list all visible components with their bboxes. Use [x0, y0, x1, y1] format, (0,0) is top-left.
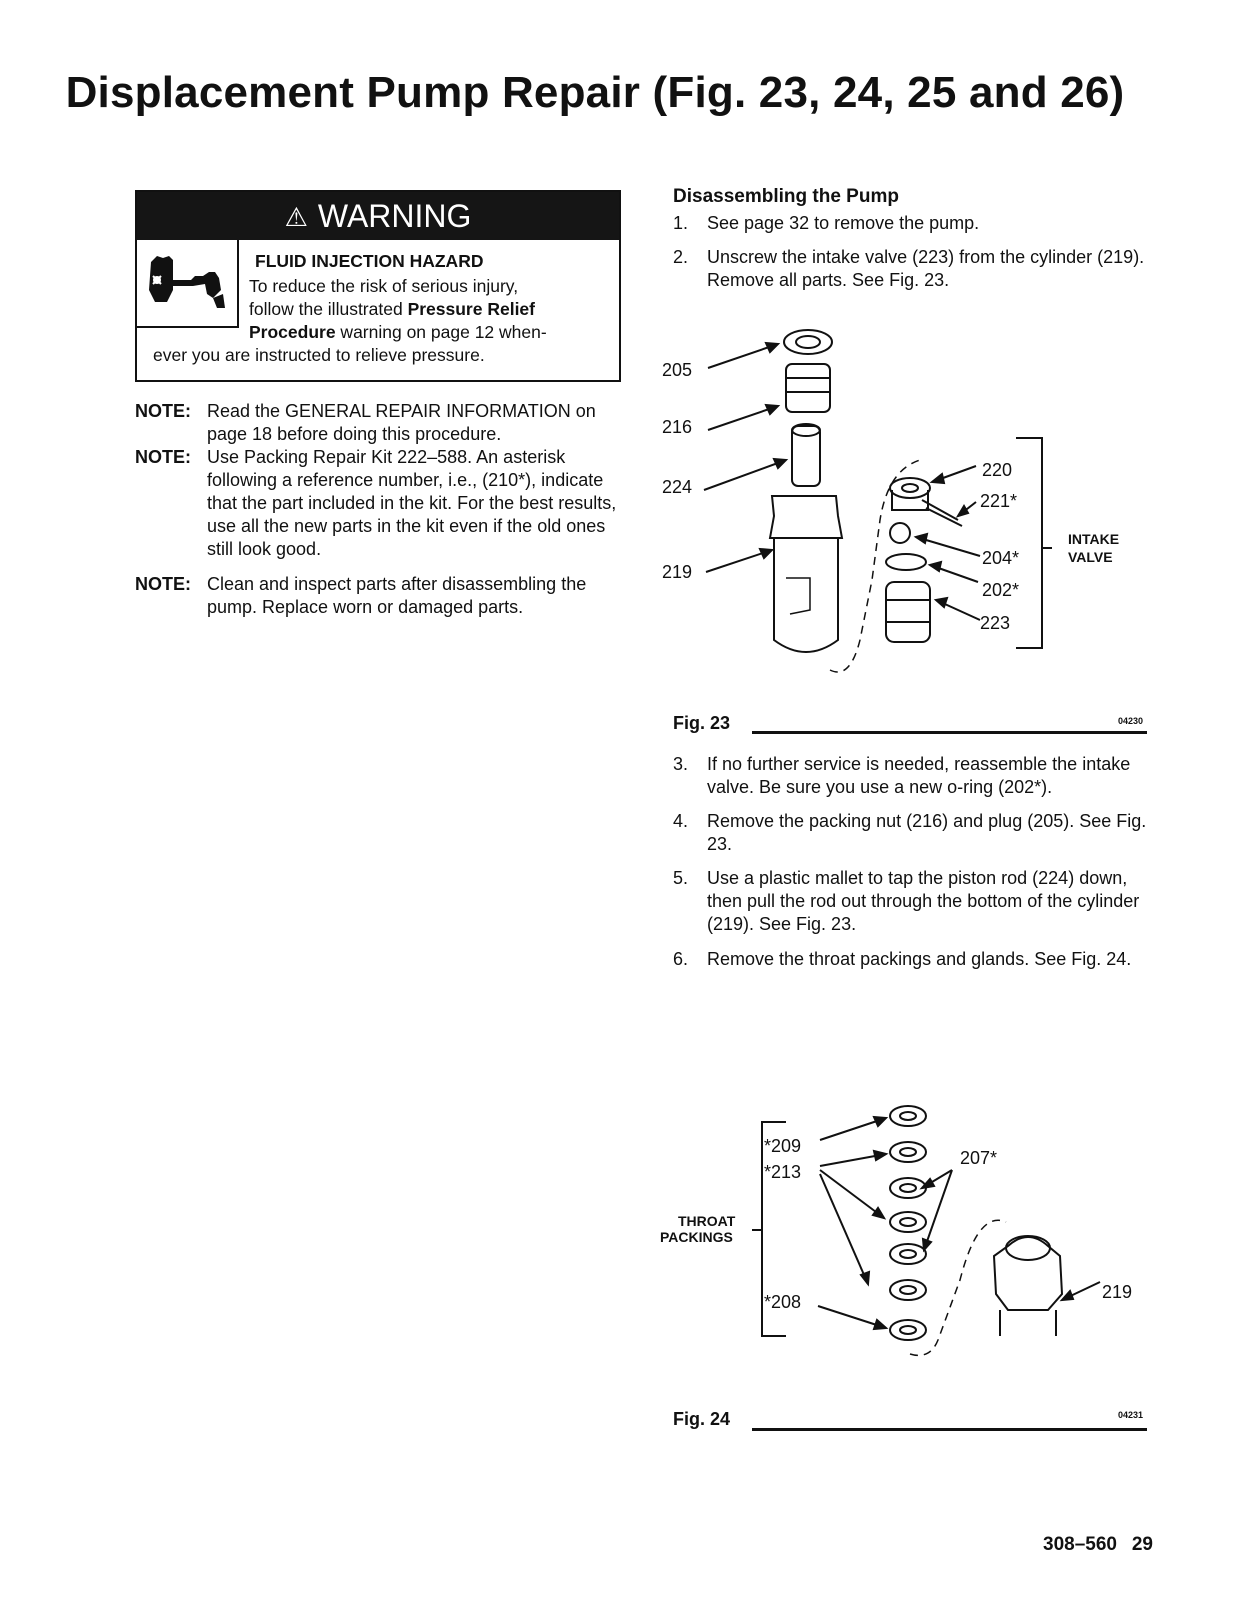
- figure-24-code: 04231: [1118, 1410, 1144, 1420]
- hazard-text-last-line: ever you are instructed to relieve press…: [153, 345, 485, 365]
- callout-224: 224: [662, 477, 692, 497]
- callout-216: 216: [662, 417, 692, 437]
- callout-205: 205: [662, 360, 692, 380]
- step-number: 1.: [673, 213, 689, 233]
- callout-219: 219: [662, 562, 692, 582]
- step-number: 5.: [673, 868, 689, 888]
- note-text: Clean and inspect parts after disassembl…: [207, 574, 587, 617]
- callout-207: 207*: [960, 1148, 997, 1168]
- hazard-text: To reduce the risk of serious injury, fo…: [249, 275, 609, 344]
- warning-header-text: WARNING: [317, 198, 472, 234]
- valve-housing-223-shape: [885, 581, 931, 643]
- intake-valve-bracket: [1016, 437, 1043, 649]
- piston-rod-224-shape: [791, 425, 821, 487]
- figure-23-code: 04230: [1118, 716, 1144, 726]
- hazard-text-line: follow the illustrated Pressure Relief: [249, 298, 609, 321]
- callout-213: *213: [764, 1162, 801, 1182]
- throat-packings-label-line1: THROAT: [678, 1213, 736, 1229]
- figure-24-rule: [752, 1428, 1147, 1431]
- note-label: NOTE:: [135, 574, 191, 594]
- cylinder-219-top-shape: [992, 1236, 1064, 1311]
- hazard-title: FLUID INJECTION HAZARD: [255, 251, 484, 271]
- page-title: Displacement Pump Repair (Fig. 23, 24, 2…: [65, 68, 1125, 117]
- section-heading: Disassembling the Pump: [673, 186, 899, 207]
- callout-209: *209: [764, 1136, 801, 1156]
- figure-23-diagram: 205 216 224 219 220 221* 204* 202* 223 I…: [662, 329, 1119, 673]
- warning-icon-cell: [137, 240, 239, 328]
- footer-doc-number: 308–560: [1043, 1534, 1117, 1555]
- warning-header: ⚠ WARNING: [137, 192, 619, 240]
- callout-223: 223: [980, 613, 1010, 633]
- callout-221: 221*: [980, 491, 1017, 511]
- note-text: Read the GENERAL REPAIR INFORMATION on p…: [207, 401, 596, 444]
- cylinder-219-body-shape: [773, 538, 839, 653]
- fluid-injection-hand-icon: [149, 256, 225, 308]
- step-text: Remove the packing nut (216) and plug (2…: [707, 811, 1147, 854]
- intake-valve-label-line1: INTAKE: [1068, 531, 1119, 547]
- hazard-text-span: follow the illustrated: [249, 299, 408, 319]
- note-label: NOTE:: [135, 401, 191, 421]
- hazard-text-span: warning on page 12 when-: [335, 322, 547, 342]
- step-text: If no further service is needed, reassem…: [707, 754, 1131, 797]
- hazard-text-line: Procedure warning on page 12 when-: [249, 321, 609, 344]
- o-ring-202-shape: [885, 553, 927, 571]
- step-text: Remove the throat packings and glands. S…: [707, 949, 1132, 969]
- figure-24-label: Fig. 24: [673, 1409, 731, 1429]
- throat-packings-label-line2: PACKINGS: [660, 1229, 733, 1245]
- note-text: Use Packing Repair Kit 222–588. An aster…: [207, 447, 617, 559]
- step-text: Use a plastic mallet to tap the piston r…: [707, 868, 1140, 934]
- hazard-text-bold: Procedure: [249, 322, 336, 342]
- callout-202: 202*: [982, 580, 1019, 600]
- note-2: NOTE: Use Packing Repair Kit 222–588. An…: [135, 446, 625, 562]
- intake-valve-label-line2: VALVE: [1068, 549, 1113, 565]
- callout-204: 204*: [982, 548, 1019, 568]
- plug-205-shape: [783, 329, 833, 355]
- note-1: NOTE: Read the GENERAL REPAIR INFORMATIO…: [135, 400, 625, 446]
- pin-221-shape: [921, 499, 959, 521]
- callout-208: *208: [764, 1292, 801, 1312]
- figure-23-label: Fig. 23: [673, 713, 731, 733]
- footer-page-number: 29: [1131, 1534, 1153, 1555]
- step-number: 6.: [673, 949, 689, 969]
- step-text: Unscrew the intake valve (223) from the …: [707, 247, 1145, 290]
- figure-23-rule: [752, 731, 1147, 734]
- hazard-text-line: To reduce the risk of serious injury,: [249, 276, 519, 296]
- note-label: NOTE:: [135, 447, 191, 467]
- intake-valve-220-shape: [889, 477, 931, 499]
- note-3: NOTE: Clean and inspect parts after disa…: [135, 573, 625, 619]
- warning-box: ⚠ WARNING FLUID INJECTION HAZARD To reduc…: [135, 190, 621, 382]
- warning-triangle-icon: ⚠: [284, 202, 308, 232]
- figure-24-diagram: *209 *213 *208 207* 219 THROAT PACKINGS: [660, 1105, 1132, 1357]
- step-number: 4.: [673, 811, 689, 831]
- hazard-text-bold: Pressure Relief: [407, 299, 535, 319]
- step-number: 2.: [673, 247, 689, 267]
- callout-220: 220: [982, 460, 1012, 480]
- callout-219: 219: [1102, 1282, 1132, 1302]
- step-number: 3.: [673, 754, 689, 774]
- cylinder-219-top-shape: [768, 495, 844, 539]
- ball-204-shape: [889, 522, 911, 544]
- packing-nut-216-shape: [785, 363, 831, 413]
- step-text: See page 32 to remove the pump.: [707, 213, 980, 233]
